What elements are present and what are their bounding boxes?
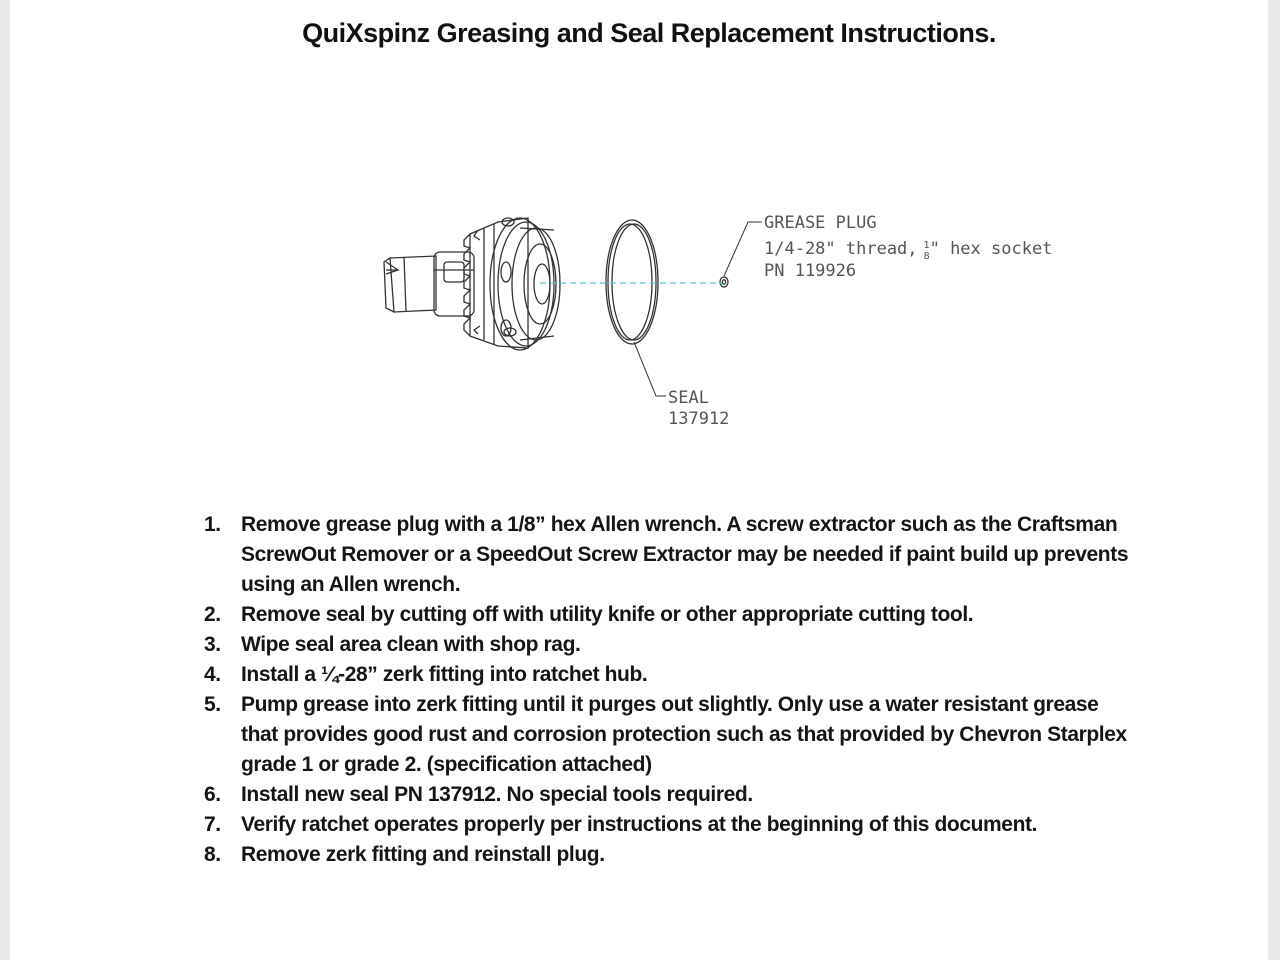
step-text: Pump grease into zerk fitting until it p… (241, 693, 1127, 776)
step-number: 1. (204, 513, 221, 536)
seal-label: SEAL (668, 388, 709, 408)
step-text: Wipe seal area clean with shop rag. (241, 633, 581, 656)
seal-pn-label: 137912 (668, 409, 729, 429)
instruction-step: 1. Remove grease plug with a 1/8” hex All… (204, 510, 1134, 600)
instruction-steps-list: 1. Remove grease plug with a 1/8” hex All… (204, 510, 1134, 870)
ratchet-rim-drawing (489, 217, 561, 351)
step-text: Remove grease plug with a 1/8” hex Allen… (241, 513, 1129, 596)
step-number: 2. (204, 603, 221, 626)
instruction-step: 4. Install a ¼-28” zerk fitting into ratc… (204, 660, 1134, 690)
instruction-step: 8. Remove zerk fitting and reinstall plug… (204, 840, 1134, 870)
step-text: Remove seal by cutting off with utility … (241, 603, 974, 626)
step-text: Install a ¼-28” zerk fitting into ratche… (241, 663, 648, 686)
step-text: Remove zerk fitting and reinstall plug. (241, 843, 605, 866)
step-number: 8. (204, 843, 221, 866)
instruction-step: 2. Remove seal by cutting off with utilit… (204, 600, 1134, 630)
seal-ring-drawing (605, 219, 659, 345)
step-text: Install new seal PN 137912. No special t… (241, 783, 753, 806)
grease-plug-label: GREASE PLUG (764, 213, 877, 233)
instruction-step: 3. Wipe seal area clean with shop rag. (204, 630, 1134, 660)
grease-plug-drawing (719, 276, 729, 288)
instruction-step: 7. Verify ratchet operates properly per i… (204, 810, 1134, 840)
instruction-step: 5. Pump grease into zerk fitting until it… (204, 690, 1134, 780)
document-title: QuiXspinz Greasing and Seal Replacement … (302, 18, 996, 48)
step-number: 5. (204, 693, 221, 716)
step-number: 3. (204, 633, 221, 656)
step-number: 7. (204, 813, 221, 836)
step-text: Verify ratchet operates properly per ins… (241, 813, 1038, 836)
step-number: 4. (204, 663, 221, 686)
instruction-step: 6. Install new seal PN 137912. No special… (204, 780, 1134, 810)
document-page: QuiXspinz Greasing and Seal Replacement … (10, 0, 1268, 960)
step-number: 6. (204, 783, 221, 806)
grease-plug-pn-label: PN 119926 (764, 261, 856, 281)
drive-shaft-drawing (383, 255, 437, 313)
